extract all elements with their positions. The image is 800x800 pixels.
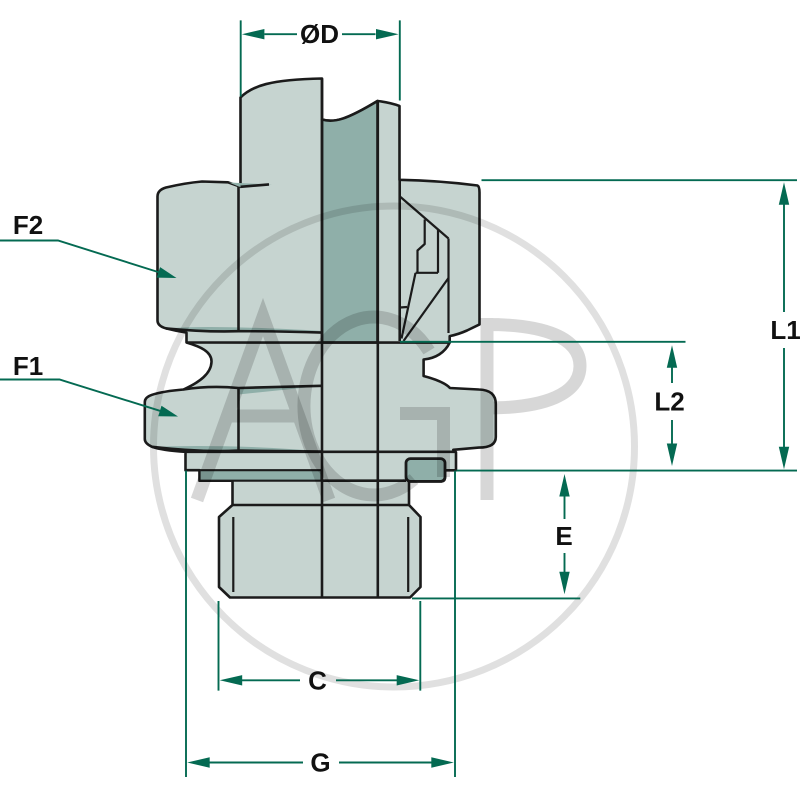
label-f1: F1 — [13, 351, 43, 381]
dim-od — [239, 20, 401, 101]
watermark-letter-p — [480, 318, 587, 500]
dimension-lines — [0, 20, 797, 777]
watermark-letter-a — [190, 297, 336, 503]
seal-tab — [404, 457, 447, 483]
dim-c — [217, 601, 422, 691]
washer-strip — [198, 469, 323, 482]
dim-e — [412, 474, 581, 600]
dim-l2 — [400, 340, 686, 466]
label-f2: F2 — [13, 210, 43, 240]
dimension-labels: ØD F2 F1 L1 L2 E C G — [13, 19, 800, 778]
internal-edges — [151, 78, 456, 598]
watermark — [150, 202, 638, 691]
label-l1: L1 — [770, 315, 800, 345]
label-e: E — [555, 521, 572, 551]
dim-g — [185, 470, 456, 777]
fitting-part — [143, 77, 498, 599]
section-band — [320, 99, 379, 344]
label-c: C — [308, 666, 327, 696]
label-g: G — [310, 748, 330, 778]
leader-f2 — [0, 239, 177, 278]
label-l2: L2 — [654, 387, 684, 417]
leader-f1 — [0, 378, 178, 417]
watermark-letter-g — [297, 310, 450, 502]
watermark-circle — [150, 202, 638, 691]
dim-l1 — [456, 179, 797, 472]
label-od: ØD — [300, 19, 339, 49]
